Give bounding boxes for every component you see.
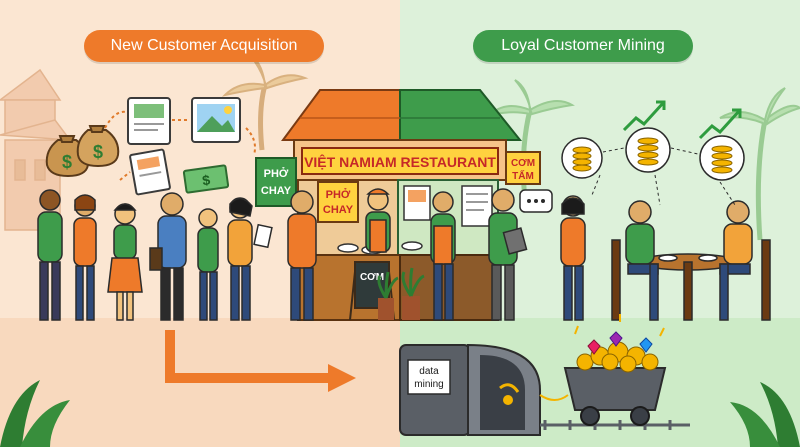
potted-plants (377, 267, 425, 320)
photo-ad-icon (191, 97, 241, 143)
customer-talking (560, 195, 586, 321)
menu-board-left: PHỞ CHAY (255, 157, 297, 207)
restaurant-sign: VIỆT NAMIAM RESTAURANT (301, 147, 499, 175)
foreground-leaves-right (730, 382, 800, 447)
wall-posters (403, 185, 493, 227)
person-5 (197, 208, 219, 321)
mine-cart (563, 314, 667, 426)
menu-left-line-2: CHAY (261, 185, 292, 197)
menu-board-right: CƠM TẤM (505, 151, 541, 185)
transition-arrow (165, 330, 356, 392)
restaurant-sign-text: VIỆT NAMIAM RESTAURANT (304, 153, 496, 170)
person-7 (287, 190, 317, 321)
person-4 (149, 192, 187, 321)
diner-1 (611, 200, 659, 321)
person-3 (107, 203, 143, 321)
menu-center-line-2: CHAY (323, 204, 354, 216)
customer-queue (37, 189, 317, 321)
tunnel-label-line-1: data (419, 366, 439, 377)
loyal-customer-mining-heading: Loyal Customer Mining (473, 30, 693, 62)
svg-text:$: $ (201, 171, 211, 188)
menu-left-line-1: PHỞ (264, 167, 289, 180)
foreground-leaves-left (0, 380, 70, 447)
cash-icon: $ (182, 164, 230, 194)
chat-bubble-icon (519, 189, 553, 213)
tunnel-label-line-2: mining (414, 379, 443, 390)
svg-text:$: $ (93, 142, 103, 162)
new-customer-acquisition-heading: New Customer Acquisition (84, 30, 324, 62)
money-bag-icon: $ $ (45, 125, 120, 178)
menu-center-line-1: PHỞ (326, 188, 351, 201)
menu-right-line-2: TẤM (512, 169, 534, 182)
person-2 (73, 194, 97, 321)
diner-2 (719, 200, 771, 321)
mining-tunnel: data mining (399, 343, 541, 436)
waiter-1 (430, 191, 456, 321)
loyal-customers (430, 188, 771, 321)
gold-pile (576, 341, 659, 373)
waiter-2 (488, 188, 528, 321)
svg-text:$: $ (62, 152, 72, 172)
person-1 (37, 189, 63, 321)
growth-arrow-icon (622, 100, 742, 140)
staff-left (365, 188, 391, 253)
flyer-icon (129, 148, 171, 196)
chalk-board-text: CƠM (360, 272, 384, 283)
palm-tree-left (221, 54, 309, 151)
gem-icon (587, 331, 653, 355)
menu-right-line-1: CƠM (511, 158, 535, 169)
social-post-icon (127, 97, 171, 145)
menu-board-center: PHỞ CHAY (317, 181, 359, 223)
person-6 (227, 197, 273, 321)
dining-table (637, 253, 739, 321)
data-cable (539, 394, 569, 401)
coin-stack-icons (561, 127, 745, 206)
flow-arrows (104, 110, 256, 181)
